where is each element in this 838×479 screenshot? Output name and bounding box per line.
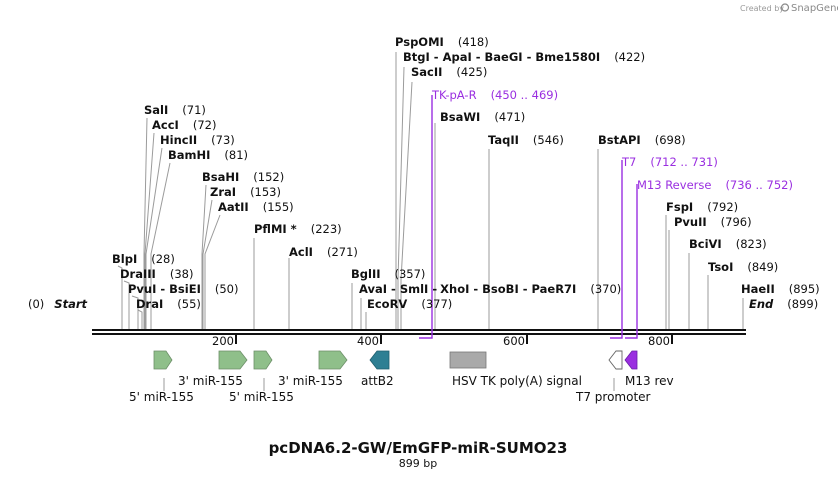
- end-marker: End(899): [749, 297, 818, 311]
- site-tsoi[interactable]: TsoI(849): [708, 260, 778, 274]
- feature-arrow-3-mir-155-b[interactable]: [318, 350, 348, 370]
- tick-800: 800: [648, 334, 670, 348]
- primer-m13-reverse-label: M13 Reverse(736 .. 752): [637, 178, 793, 192]
- site-pflmi[interactable]: PflMI *(223): [254, 222, 342, 236]
- site-hincii[interactable]: HincII(73): [160, 133, 235, 147]
- feature-box-hsv-tk-polya[interactable]: [449, 351, 487, 369]
- feature-label-attb2: attB2: [361, 374, 394, 388]
- site-sacii[interactable]: SacII(425): [411, 65, 487, 79]
- feature-label-t7-promoter: T7 promoter: [575, 390, 651, 404]
- feature-label-hsv-tk-polya: HSV TK poly(A) signal: [452, 374, 582, 388]
- site-draiii[interactable]: DraIII(38): [120, 267, 193, 281]
- site-bglii[interactable]: BglII(357): [351, 267, 425, 281]
- plasmid-length: 899 bp: [399, 457, 437, 470]
- restriction-sites: PspOMI(418) BtgI-ApaI-BaeGI-Bme1580I(422…: [112, 35, 820, 311]
- snapgene-brand: SnapGene: [791, 3, 838, 14]
- plasmid-title: pcDNA6.2-GW/EmGFP-miR-SUMO23: [269, 439, 568, 457]
- site-sali[interactable]: SalI(71): [144, 103, 206, 117]
- site-bcivi[interactable]: BciVI(823): [689, 237, 767, 251]
- tick-600: 600: [503, 334, 525, 348]
- credit-text: Created by: [740, 4, 784, 13]
- site-bsahi[interactable]: BsaHI(152): [202, 170, 284, 184]
- tick-200: 200: [212, 334, 234, 348]
- feature-arrow-5-mir-155-b[interactable]: [253, 350, 273, 370]
- feature-arrow-attb2[interactable]: [369, 350, 390, 370]
- features: 5' miR-155 3' miR-155 5' miR-155 3' miR-…: [129, 350, 674, 404]
- ruler: 200 400 600 800: [212, 334, 673, 348]
- site-bamhi[interactable]: BamHI(81): [168, 148, 248, 162]
- site-leader-lines: [117, 52, 744, 329]
- feature-label-5-mir-155-b: 5' miR-155: [229, 390, 294, 404]
- site-fspi[interactable]: FspI(792): [666, 200, 738, 214]
- site-bsawi[interactable]: BsaWI(471): [440, 110, 525, 124]
- start-marker: (0)Start: [28, 297, 88, 311]
- site-zrai[interactable]: ZraI(153): [210, 185, 281, 199]
- site-pspomi[interactable]: PspOMI(418): [395, 35, 489, 49]
- primer-t7[interactable]: T7(712 .. 731): [610, 155, 718, 339]
- feature-label-5-mir-155-a: 5' miR-155: [129, 390, 194, 404]
- site-ecorv[interactable]: EcoRV(377): [367, 297, 452, 311]
- snapgene-logo: SnapGene: [780, 3, 838, 14]
- primer-tk-pa-r[interactable]: TK-pA-R(450 .. 469): [419, 88, 558, 339]
- site-bstapi[interactable]: BstAPI(698): [598, 133, 686, 147]
- feature-arrow-3-mir-155-a[interactable]: [218, 350, 248, 370]
- feature-label-3-mir-155-b: 3' miR-155: [278, 374, 343, 388]
- primer-t7-label: T7(712 .. 731): [621, 155, 718, 169]
- site-acci[interactable]: AccI(72): [152, 118, 216, 132]
- site-blpi[interactable]: BlpI(28): [112, 252, 175, 266]
- site-pvui-group[interactable]: PvuI-BsiEI(50): [128, 282, 238, 296]
- feature-label-m13-rev: M13 rev: [625, 374, 674, 388]
- site-taqii[interactable]: TaqII(546): [488, 133, 564, 147]
- site-haeii[interactable]: HaeII(895): [741, 282, 820, 296]
- feature-label-3-mir-155-a: 3' miR-155: [178, 374, 243, 388]
- feature-arrow-5-mir-155-a[interactable]: [153, 350, 173, 370]
- primer-m13-reverse[interactable]: M13 Reverse(736 .. 752): [625, 178, 793, 339]
- tick-400: 400: [357, 334, 379, 348]
- site-acli[interactable]: AclI(271): [289, 245, 358, 259]
- feature-arrow-m13-rev[interactable]: [624, 350, 638, 370]
- feature-arrow-t7-promoter[interactable]: [608, 350, 623, 370]
- site-drai[interactable]: DraI(55): [136, 297, 201, 311]
- site-aatii[interactable]: AatII(155): [218, 200, 294, 214]
- primer-tk-pa-r-label: TK-pA-R(450 .. 469): [431, 88, 558, 102]
- site-pvuii[interactable]: PvuII(796): [674, 215, 752, 229]
- site-btgi-group[interactable]: BtgI-ApaI-BaeGI-Bme1580I(422): [403, 50, 645, 64]
- site-avai-group[interactable]: AvaI-SmlI-XhoI-BsoBI-PaeR7I(370): [359, 282, 621, 296]
